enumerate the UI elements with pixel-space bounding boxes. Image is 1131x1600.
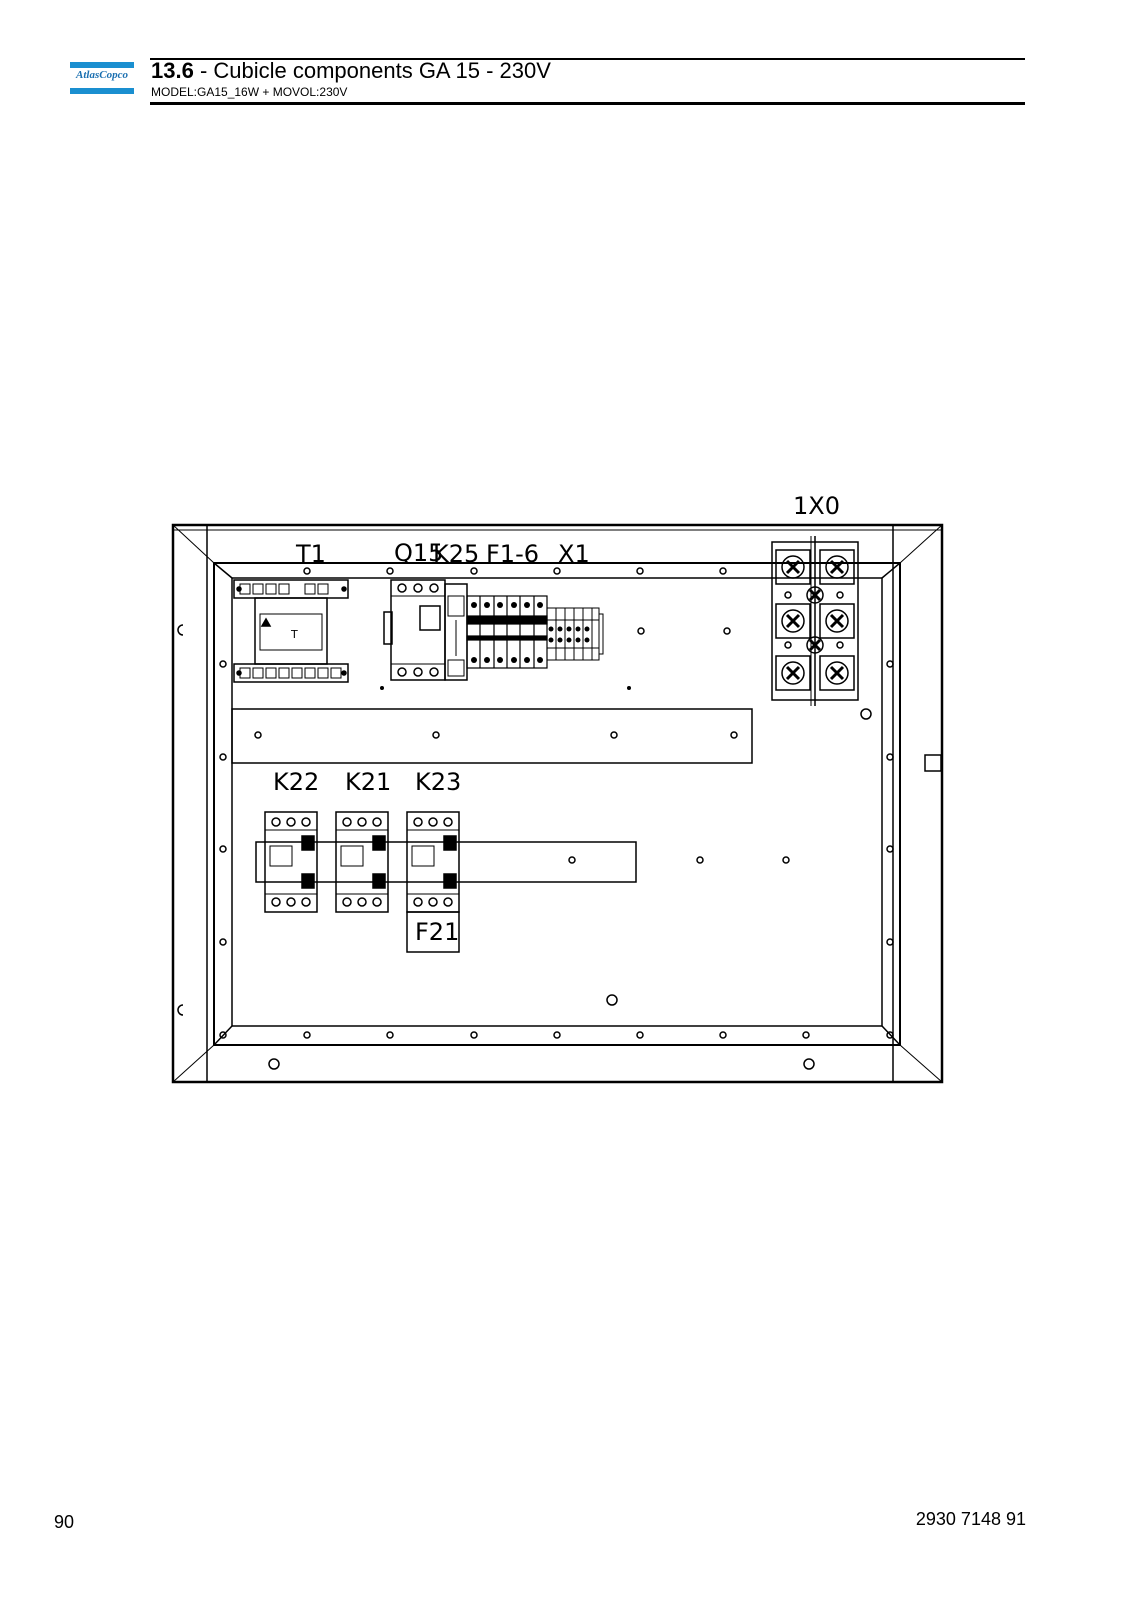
cable-duct-upper [231,708,753,764]
label-k23: K23 [415,768,461,796]
label-k22: K22 [273,768,319,796]
label-1x0: 1X0 [793,492,840,520]
section-title: - Cubicle components GA 15 - 230V [193,58,551,83]
diag-bl [172,1044,215,1083]
logo-bottom-bar [70,88,134,94]
header-bottom-rule [150,102,1025,105]
breaker-q15 [383,579,446,681]
door-latch-right [924,754,942,772]
page-number: 90 [54,1512,75,1532]
document-number: 2930 7148 91 [915,1509,1026,1529]
diag-tr [899,524,943,564]
mounting-holes [219,567,894,1070]
label-t1: T1 [295,540,326,568]
fuse-block-f1-6 [466,595,548,669]
label-k21: K21 [345,768,391,796]
label-f21: F21 [415,918,459,946]
label-x1: X1 [558,540,590,568]
label-q15: Q15 [394,539,443,567]
contactor-k23 [406,811,460,913]
contactor-k22 [264,811,318,913]
logo-top-bar [70,62,134,68]
logo-text: AtlasCopco [76,69,128,81]
main-terminal-1x0 [771,536,859,706]
transformer-mark: T [290,628,298,641]
mounting-plate [213,562,901,1046]
atlas-copco-logo: AtlasCopco [70,62,134,94]
label-f1-6: F1-6 [486,540,539,568]
transformer-t1 [233,579,349,683]
x1-terminals [548,626,590,643]
hinge-lower [177,1004,184,1016]
diag-br [899,1044,943,1083]
relay-k25 [444,583,468,681]
contactor-k21 [335,811,389,913]
diag-tl [172,524,215,564]
section-number: 13.6 [151,58,194,83]
screw-heads [785,559,845,681]
rivets [380,686,631,690]
corner-line-tl [213,562,233,579]
mounting-plate-inner [231,577,883,1027]
header-top-rule [150,58,1025,60]
outer-panel [171,523,944,1084]
fuse-terminals [471,602,543,663]
corner-line-tr [881,562,901,579]
corner-line-br [881,1025,901,1046]
overload-relay-f21 [406,911,460,953]
label-k25: K25 [433,540,479,568]
corner-line-bl [213,1025,233,1046]
terminal-strip-x1 [546,607,604,661]
model-subtitle: MODEL:GA15_16W + MOVOL:230V [151,85,348,99]
section-heading: 13.6 - Cubicle components GA 15 - 230V [151,58,551,84]
hinge-upper [177,624,184,636]
